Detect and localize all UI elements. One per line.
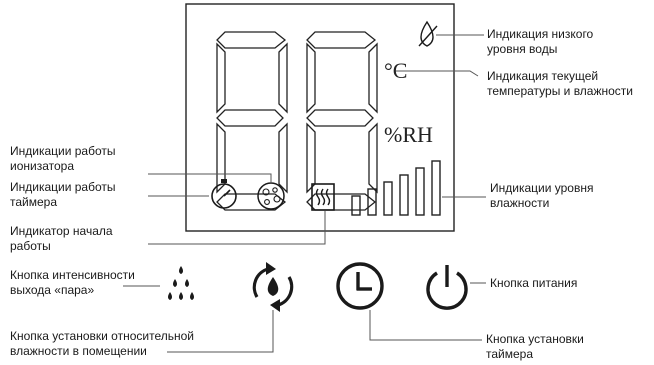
digit-1-top [216,31,288,127]
humidity-bar-3 [383,181,393,216]
ionizer-icon [257,182,285,210]
humidity-bar-2 [367,188,377,216]
water-drops-icon[interactable] [168,266,194,300]
humidity-bar-5 [415,167,425,216]
leader-timer-set [369,310,482,341]
water-drop-slash-icon [418,20,438,47]
leader-humidity-set [167,310,274,353]
label-power-button: Кнопка питания [490,276,578,290]
label-timer-indicator: Индикации работы таймера [10,180,116,209]
humidity-bar-1 [351,195,361,216]
label-low-water: Индикация низкого уровня воды [487,27,594,56]
leader-ionizer [148,173,272,183]
lcd-display-frame [185,3,455,232]
label-current-temp-humidity: Индикация текущей температуры и влажност… [487,69,634,98]
leader-current-temp-humidity [396,70,479,77]
clock-icon[interactable] [336,262,384,310]
stopwatch-icon [211,179,237,209]
humidity-bar-6 [431,160,441,216]
humidity-bar-4 [399,174,409,216]
label-humidity-level: Индикации уровня влажности [490,181,594,210]
digit-2-top [306,31,378,127]
humidity-unit: %RH [384,122,433,147]
power-icon[interactable] [426,265,468,310]
label-humidity-set-button: Кнопка установки относительной влажности… [10,329,194,358]
label-start-indicator: Индикатор начала работы [10,224,113,253]
digit-1-bottom [216,122,288,211]
label-ionizer: Индикации работы ионизатора [10,144,116,173]
cycle-drop-icon[interactable] [252,262,294,312]
steam-heat-icon [311,183,335,211]
humidity-level-bars [351,160,441,216]
temperature-unit: °C [384,58,407,83]
label-steam-intensity-button: Кнопка интенсивности выхода «пара» [10,268,135,297]
label-timer-set-button: Кнопка установки таймера [486,332,584,361]
leader-start [148,211,326,245]
